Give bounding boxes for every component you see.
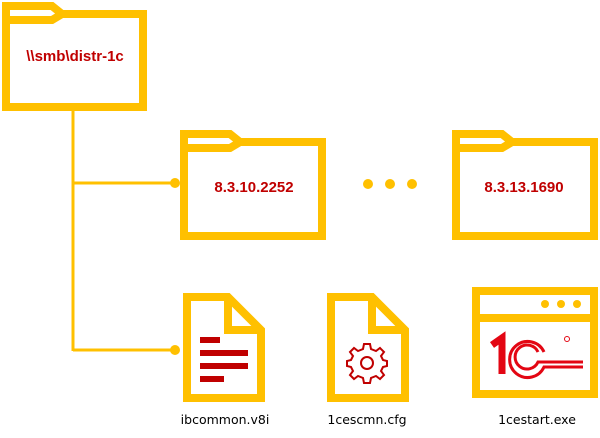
version-folder-label: 8.3.13.1690 [484, 179, 563, 196]
1c-application-window-icon [472, 287, 598, 398]
root-folder[interactable]: \\smb\distr-1c [2, 1, 147, 111]
1c-logo-icon [489, 331, 583, 379]
gear-icon [346, 343, 388, 384]
connector-dot [170, 345, 180, 355]
folder-icon [452, 130, 598, 240]
text-file-icon [183, 293, 265, 402]
file-label: ibcommon.v8i [181, 412, 270, 427]
version-folder[interactable]: 8.3.13.1690 [452, 130, 598, 240]
text-lines-icon [200, 337, 248, 382]
file-label: 1cestart.exe [498, 412, 576, 427]
folder-icon [180, 130, 326, 240]
config-file-icon [327, 293, 409, 402]
folder-icon [2, 1, 147, 111]
version-folder[interactable]: 8.3.10.2252 [180, 130, 326, 240]
root-folder-label: \\smb\distr-1c [26, 48, 124, 65]
file-1cestart[interactable]: 1cestart.exe [472, 287, 598, 427]
connector-lines [71, 110, 180, 355]
ellipsis-dots [363, 179, 417, 189]
version-folder-label: 8.3.10.2252 [214, 179, 293, 196]
file-1cescmn[interactable]: 1cescmn.cfg [327, 293, 409, 427]
file-ibcommon[interactable]: ibcommon.v8i [181, 293, 270, 427]
connector-dot [170, 178, 180, 188]
file-label: 1cescmn.cfg [327, 412, 406, 427]
